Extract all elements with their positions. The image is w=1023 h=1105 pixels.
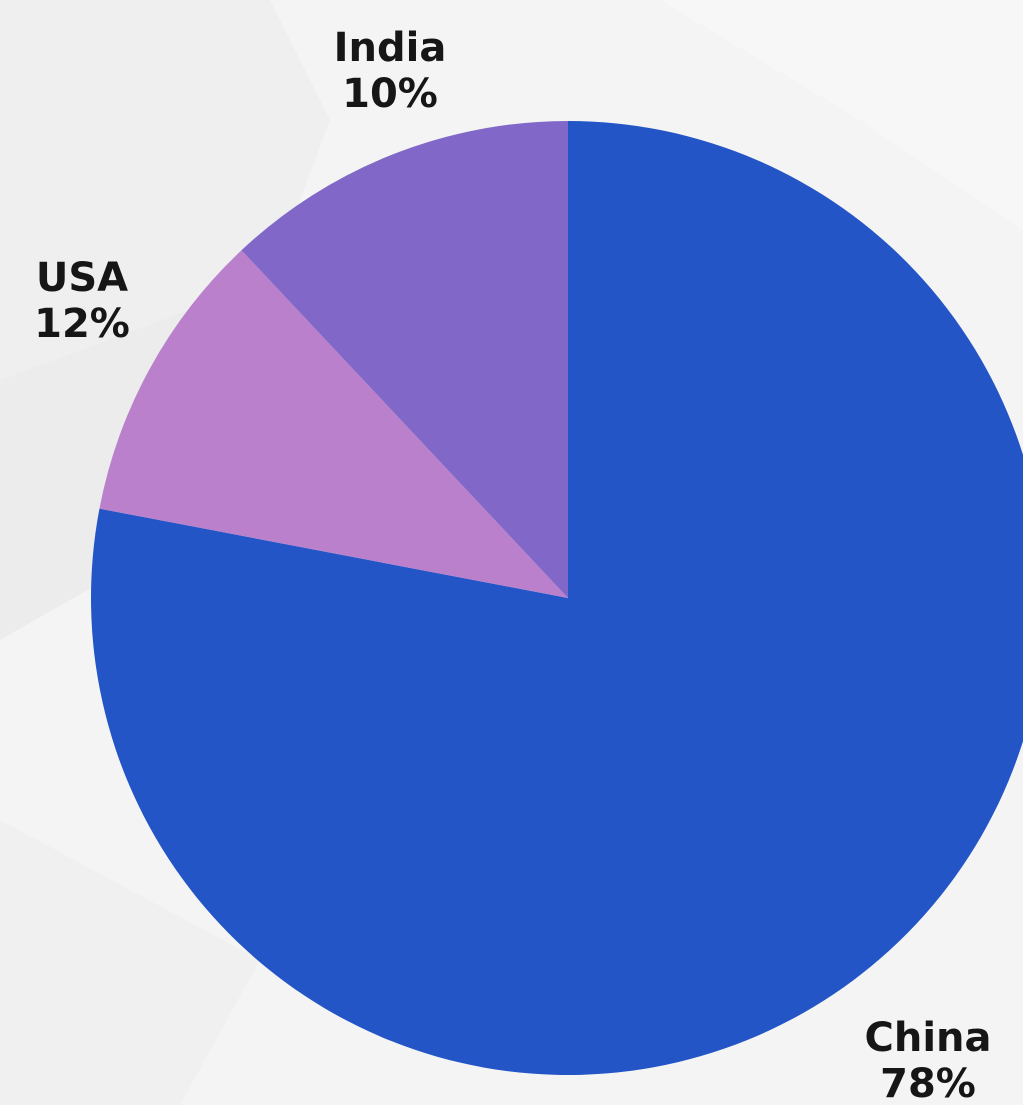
pie-slice-usa [241, 121, 568, 598]
slice-label-india-percent: 10% [342, 71, 438, 117]
bg-facet-top-right [660, 0, 1023, 230]
slice-label-usa-percent: 12% [34, 301, 130, 347]
slice-label-india-name: India [334, 25, 447, 71]
pie-slice-india [99, 250, 568, 598]
pie-slices [91, 121, 1023, 1075]
bg-facet-bottom-left [0, 820, 260, 1105]
slice-label-china-percent: 78% [880, 1061, 976, 1105]
pie-slice-china [91, 121, 1023, 1075]
slice-label-usa-name: USA [36, 255, 128, 301]
slice-label-china-name: China [864, 1015, 991, 1061]
